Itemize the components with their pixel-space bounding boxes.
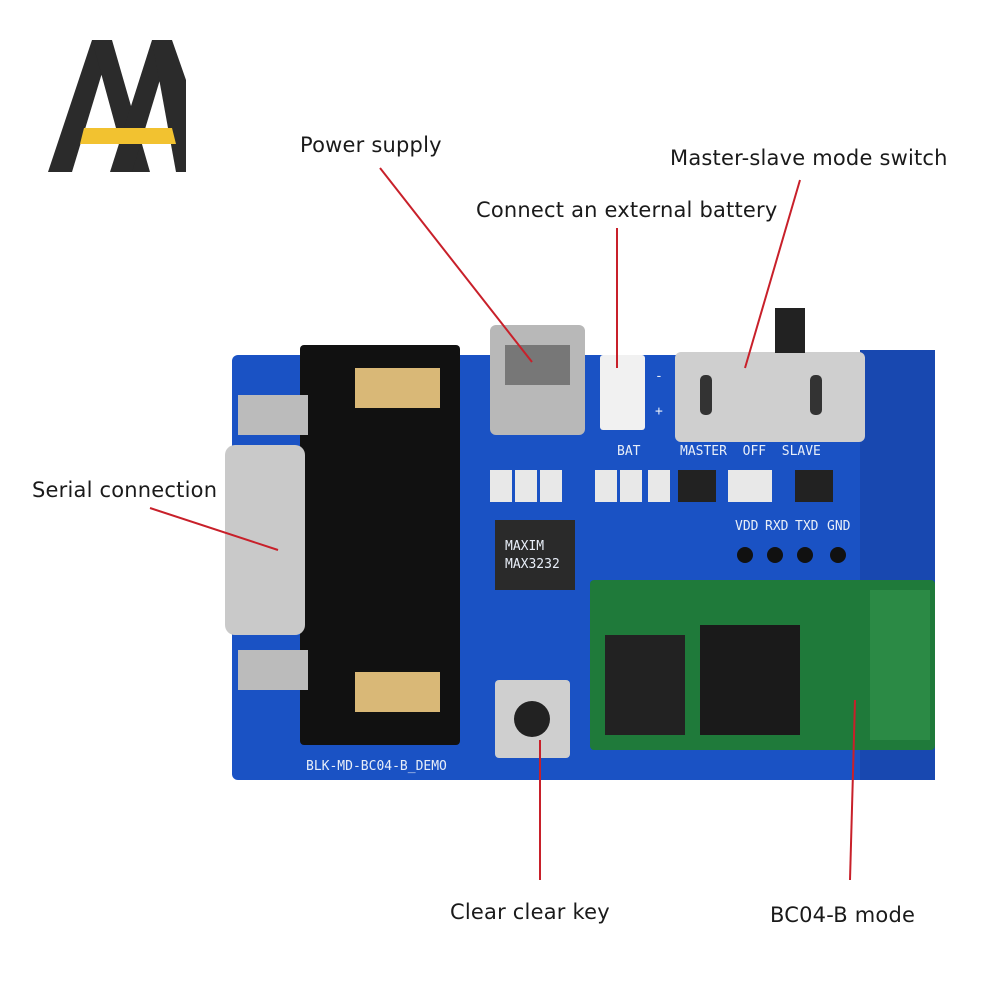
db9-connector bbox=[300, 345, 460, 745]
minus-silk: - bbox=[655, 369, 663, 384]
pin-rxd-label: RXD bbox=[765, 519, 789, 534]
pin-vdd-label: VDD bbox=[735, 519, 759, 534]
max3232-chip bbox=[495, 520, 575, 590]
battery-connector bbox=[600, 355, 645, 430]
pin-txd-label: TXD bbox=[795, 519, 819, 534]
serial-connection-label: Serial connection bbox=[32, 478, 218, 502]
clear-key-label: Clear clear key bbox=[450, 900, 610, 924]
chip-brand-text: MAXIM bbox=[505, 539, 544, 554]
bat-silk: BAT bbox=[617, 444, 641, 459]
pin-gnd-label: GND bbox=[827, 519, 851, 534]
mode-slide-switch bbox=[675, 352, 865, 442]
chip-part-text: MAX3232 bbox=[505, 557, 560, 572]
bc04-mode-label: BC04-B mode bbox=[770, 903, 916, 927]
external-battery-label: Connect an external battery bbox=[476, 198, 778, 222]
switch-positions-silk: MASTER OFF SLAVE bbox=[680, 444, 821, 459]
master-slave-label: Master-slave mode switch bbox=[670, 146, 948, 170]
plus-silk: + bbox=[655, 404, 663, 419]
board-name-silk: BLK-MD-BC04-B_DEMO bbox=[306, 759, 447, 774]
power-supply-label: Power supply bbox=[300, 133, 442, 157]
